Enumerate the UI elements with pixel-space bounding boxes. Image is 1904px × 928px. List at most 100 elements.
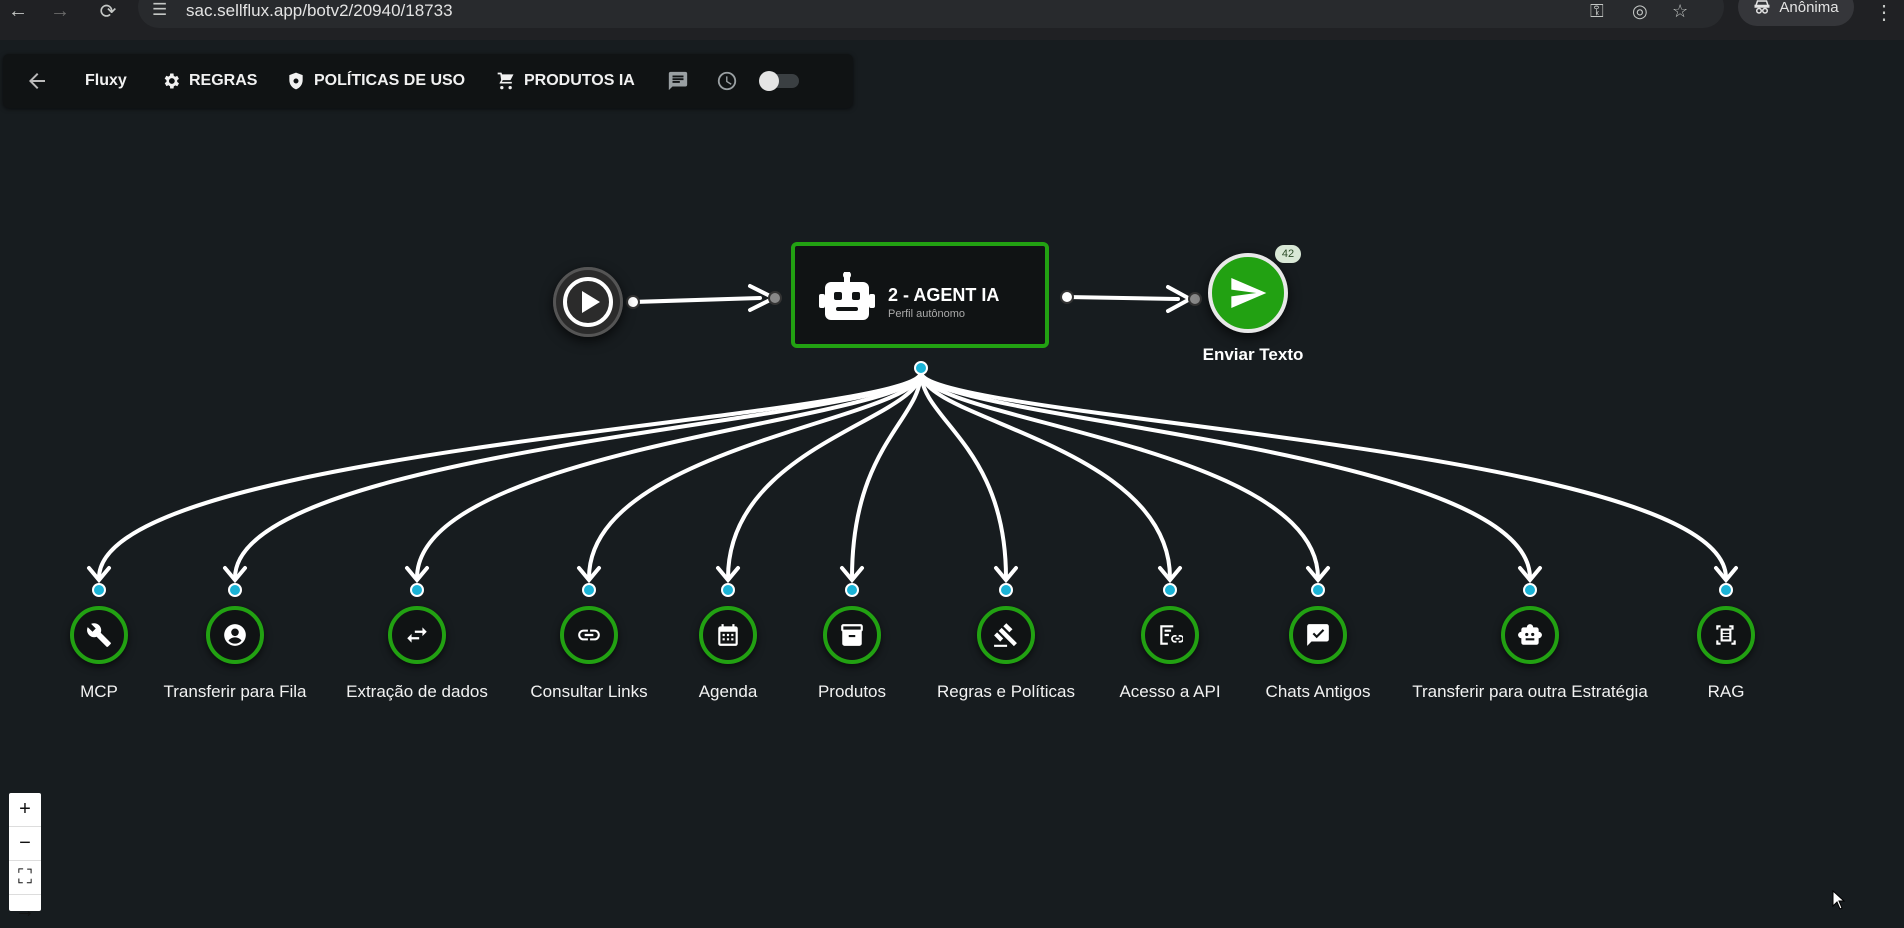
fit-view-icon[interactable]: ⛶ bbox=[9, 861, 41, 895]
chat-check-icon bbox=[1307, 624, 1329, 646]
edge-arrow-icon bbox=[405, 566, 429, 584]
tool-edge bbox=[850, 370, 923, 580]
forward-icon[interactable]: → bbox=[50, 0, 70, 22]
shield-icon bbox=[289, 72, 303, 90]
edge-arrow-icon bbox=[223, 566, 247, 584]
tool-label: Agenda bbox=[698, 682, 758, 701]
rules-label: REGRAS bbox=[189, 72, 258, 89]
tool-in-handle[interactable] bbox=[1719, 583, 1733, 597]
tool-in-handle[interactable] bbox=[845, 583, 859, 597]
url-text[interactable]: sac.sellflux.app/botv2/20940/18733 bbox=[186, 1, 453, 20]
tool-in-handle[interactable] bbox=[410, 583, 424, 597]
tool-edge bbox=[919, 370, 1008, 580]
calendar-icon bbox=[718, 624, 738, 646]
tool-in-handle[interactable] bbox=[92, 583, 106, 597]
address-bar[interactable]: ☰ sac.sellflux.app/botv2/20940/18733 ⚿ ◎… bbox=[138, 0, 1724, 28]
send-count-badge: 42 bbox=[1275, 245, 1301, 263]
tool-node[interactable] bbox=[699, 606, 757, 664]
robot-icon bbox=[1518, 624, 1542, 645]
swap-icon bbox=[407, 627, 427, 643]
wrench-icon bbox=[87, 623, 111, 647]
agent-out-handle[interactable] bbox=[1060, 290, 1074, 304]
tool-label: RAG bbox=[1707, 682, 1745, 701]
tool-edge bbox=[919, 370, 1728, 580]
send-icon bbox=[1231, 278, 1267, 308]
tool-in-handle[interactable] bbox=[1311, 583, 1325, 597]
tool-in-handle[interactable] bbox=[582, 583, 596, 597]
tool-edge bbox=[233, 370, 923, 580]
agent-in-handle[interactable] bbox=[768, 291, 782, 305]
products-button[interactable]: PRODUTOS IA bbox=[496, 54, 635, 108]
tool-edge bbox=[919, 370, 1172, 580]
agent-tools-handle[interactable] bbox=[914, 361, 928, 375]
brand-label[interactable]: Fluxy bbox=[85, 72, 127, 89]
incognito-icon bbox=[1754, 0, 1770, 14]
policies-label: POLÍTICAS DE USO bbox=[314, 72, 466, 89]
gavel-icon bbox=[994, 623, 1017, 647]
chat-button[interactable] bbox=[667, 54, 689, 108]
zoom-controls: + − ⛶ → bbox=[9, 793, 41, 922]
history-button[interactable] bbox=[716, 54, 738, 108]
tool-in-handle[interactable] bbox=[721, 583, 735, 597]
start-node[interactable] bbox=[553, 267, 623, 337]
zoom-in-icon[interactable]: + bbox=[9, 793, 41, 827]
tool-label: Chats Antigos bbox=[1265, 682, 1371, 701]
reload-icon[interactable]: ⟳ bbox=[99, 0, 117, 23]
rules-button[interactable]: REGRAS bbox=[161, 54, 257, 108]
tool-node[interactable] bbox=[1501, 606, 1559, 664]
browser-menu-icon[interactable]: ⋮ bbox=[1874, 2, 1894, 24]
tool-node[interactable] bbox=[70, 606, 128, 664]
edge-arrow-icon bbox=[716, 566, 740, 584]
policies-button[interactable]: POLÍTICAS DE USO bbox=[286, 54, 465, 108]
tool-node[interactable] bbox=[1289, 606, 1347, 664]
agent-node[interactable]: 2 - AGENT IA Perfil autônomo bbox=[791, 242, 1049, 348]
tool-edge bbox=[919, 370, 1532, 580]
tool-label: MCP bbox=[80, 682, 118, 701]
send-in-handle[interactable] bbox=[1188, 292, 1202, 306]
robot-icon bbox=[819, 272, 875, 320]
key-icon[interactable]: ⚿ bbox=[1590, 1, 1604, 21]
link-icon bbox=[578, 629, 600, 641]
eye-off-icon[interactable]: ◎ bbox=[1632, 1, 1648, 21]
gear-icon bbox=[164, 73, 179, 89]
tool-node[interactable] bbox=[560, 606, 618, 664]
bookmark-star-icon[interactable]: ☆ bbox=[1672, 1, 1689, 21]
send-text-node[interactable] bbox=[1208, 253, 1288, 333]
zoom-out-icon[interactable]: − bbox=[9, 827, 41, 861]
back-button[interactable] bbox=[25, 54, 49, 108]
tool-in-handle[interactable] bbox=[228, 583, 242, 597]
tool-in-handle[interactable] bbox=[999, 583, 1013, 597]
tool-node[interactable] bbox=[1697, 606, 1755, 664]
edge-arrow-icon bbox=[1158, 566, 1182, 584]
edge-start-agent bbox=[631, 296, 762, 304]
lock-icon[interactable]: → bbox=[15, 900, 35, 922]
edge-arrow-icon bbox=[840, 566, 864, 584]
edge-arrow-icon bbox=[87, 566, 111, 584]
edge-arrow-icon bbox=[994, 566, 1018, 584]
tool-node[interactable] bbox=[206, 606, 264, 664]
profile-label: Anônima bbox=[1779, 0, 1839, 16]
tool-node[interactable] bbox=[823, 606, 881, 664]
back-icon[interactable]: ← bbox=[8, 0, 28, 22]
toggle-switch[interactable] bbox=[759, 71, 799, 91]
user-icon bbox=[224, 624, 246, 646]
products-label: PRODUTOS IA bbox=[524, 72, 635, 89]
tool-label: Regras e Políticas bbox=[937, 682, 1075, 701]
edge-agent-send bbox=[1065, 295, 1180, 301]
toggle-knob bbox=[759, 71, 779, 91]
tool-in-handle[interactable] bbox=[1523, 583, 1537, 597]
start-out-handle[interactable] bbox=[626, 295, 640, 309]
send-text-label: Enviar Texto bbox=[1202, 345, 1304, 364]
archive-icon bbox=[841, 624, 863, 646]
site-settings-icon[interactable]: ☰ bbox=[152, 0, 168, 19]
tool-node[interactable] bbox=[388, 606, 446, 664]
tool-edge bbox=[919, 370, 1320, 580]
tool-in-handle[interactable] bbox=[1163, 583, 1177, 597]
api-icon bbox=[1160, 625, 1183, 645]
tool-node[interactable] bbox=[977, 606, 1035, 664]
agent-subtitle: Perfil autônomo bbox=[888, 308, 966, 320]
incognito-profile-button[interactable]: Anônima bbox=[1738, 0, 1854, 26]
tool-node[interactable] bbox=[1141, 606, 1199, 664]
edge-arrow-icon bbox=[1714, 566, 1738, 584]
